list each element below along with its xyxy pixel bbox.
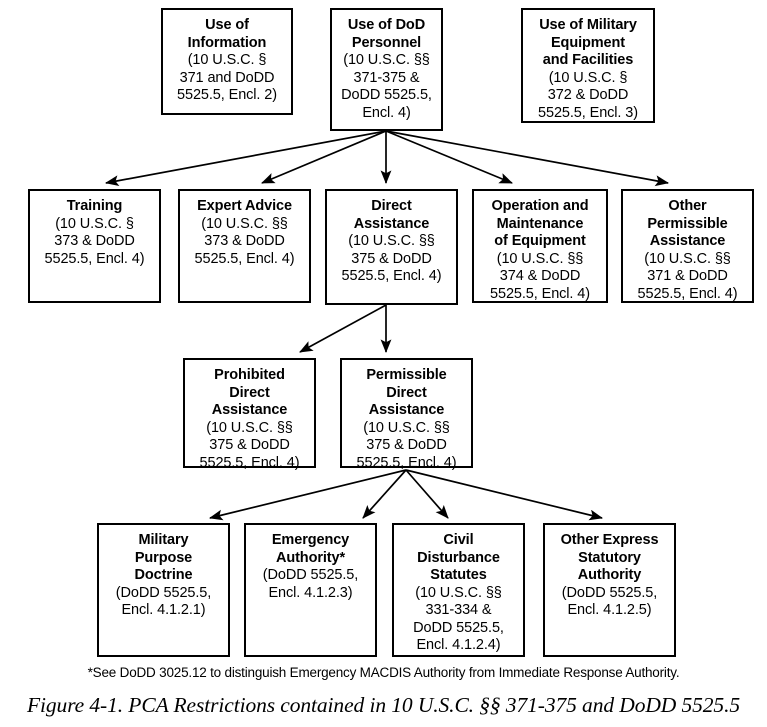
node-title: Military Purpose Doctrine xyxy=(134,532,193,583)
figure-footnote: *See DoDD 3025.12 to distinguish Emergen… xyxy=(87,665,680,680)
node-title: Use of Military Equipment and Facilities xyxy=(539,17,637,68)
node-expert-advice[interactable]: Expert Advice (10 U.S.C. §§ 373 & DoDD 5… xyxy=(178,189,311,303)
edge-permissible-to-military-purpose xyxy=(209,469,407,521)
node-citation: (10 U.S.C. §§ 374 & DoDD 5525.5, Encl. 4… xyxy=(490,250,590,302)
edge-direct-assistance-to-prohibited xyxy=(299,304,387,353)
edge-dod-personnel-to-other-permissible xyxy=(385,130,670,187)
node-title: Use of DoD Personnel xyxy=(347,17,426,51)
node-citation: (10 U.S.C. §§ 373 & DoDD 5525.5, Encl. 4… xyxy=(194,215,295,267)
edge-permissible-to-emergency-authority xyxy=(362,469,407,519)
node-citation: (10 U.S.C. § 371 and DoDD 5525.5, Encl. … xyxy=(177,52,277,103)
node-training[interactable]: Training (10 U.S.C. § 373 & DoDD 5525.5,… xyxy=(28,189,161,303)
node-citation: (10 U.S.C. § 372 & DoDD 5525.5, Encl. 3) xyxy=(538,69,638,121)
node-citation: (10 U.S.C. §§ 375 & DoDD 5525.5, Encl. 4… xyxy=(199,419,300,471)
node-other-permissible-assistance[interactable]: Other Permissible Assistance (10 U.S.C. … xyxy=(621,189,754,303)
node-use-of-military-equipment[interactable]: Use of Military Equipment and Facilities… xyxy=(521,8,655,123)
node-prohibited-direct-assistance[interactable]: Prohibited Direct Assistance (10 U.S.C. … xyxy=(183,358,316,471)
figure-caption: Figure 4-1. PCA Restrictions contained i… xyxy=(27,693,740,717)
node-citation: (10 U.S.C. §§ 375 & DoDD 5525.5, Encl. 4… xyxy=(356,419,457,471)
node-civil-disturbance-statutes[interactable]: Civil Disturbance Statutes (10 U.S.C. §§… xyxy=(392,523,525,657)
node-title: Use of Information xyxy=(187,17,267,51)
node-use-of-dod-personnel[interactable]: Use of DoD Personnel (10 U.S.C. §§ 371-3… xyxy=(330,8,443,131)
node-title: Expert Advice xyxy=(197,198,292,214)
node-citation: (10 U.S.C. §§ 331-334 & DoDD 5525.5, Enc… xyxy=(413,584,504,654)
edge-dod-personnel-to-expert-advice xyxy=(261,130,387,184)
node-permissible-direct-assistance[interactable]: Permissible Direct Assistance (10 U.S.C.… xyxy=(340,358,473,471)
node-title: Permissible Direct Assistance xyxy=(366,367,447,418)
node-citation: (10 U.S.C. §§ 375 & DoDD 5525.5, Encl. 4… xyxy=(341,233,442,284)
node-other-express-statutory-authority[interactable]: Other Express Statutory Authority (DoDD … xyxy=(543,523,676,657)
node-use-of-information[interactable]: Use of Information (10 U.S.C. § 371 and … xyxy=(161,8,293,115)
node-title: Operation and Maintenance of Equipment xyxy=(491,198,589,249)
node-citation: (10 U.S.C. § 373 & DoDD 5525.5, Encl. 4) xyxy=(44,215,145,267)
edge-permissible-to-other-express xyxy=(405,469,603,521)
node-military-purpose-doctrine[interactable]: Military Purpose Doctrine (DoDD 5525.5, … xyxy=(97,523,230,657)
node-title: Prohibited Direct Assistance xyxy=(211,367,288,418)
node-title: Civil Disturbance Statutes xyxy=(417,532,500,583)
node-title: Emergency Authority* xyxy=(271,532,350,566)
node-title: Training xyxy=(66,198,123,214)
node-emergency-authority[interactable]: Emergency Authority* (DoDD 5525.5, Encl.… xyxy=(244,523,377,657)
edge-dod-personnel-to-training xyxy=(104,130,387,187)
node-direct-assistance[interactable]: Direct Assistance (10 U.S.C. §§ 375 & Do… xyxy=(325,189,458,305)
node-title: Direct Assistance xyxy=(353,198,430,232)
node-citation: (10 U.S.C. §§ 371 & DoDD 5525.5, Encl. 4… xyxy=(637,250,738,302)
edge-dod-personnel-to-operation-maintenance xyxy=(385,130,513,184)
node-citation: (DoDD 5525.5, Encl. 4.1.2.3) xyxy=(262,567,359,601)
node-citation: (DoDD 5525.5, Encl. 4.1.2.5) xyxy=(561,584,658,619)
node-title: Other Permissible Assistance xyxy=(647,198,728,249)
node-citation: (DoDD 5525.5, Encl. 4.1.2.1) xyxy=(115,584,212,619)
edge-permissible-to-civil-disturbance xyxy=(405,469,449,519)
node-citation: (10 U.S.C. §§ 371-375 & DoDD 5525.5, Enc… xyxy=(341,52,432,121)
node-title: Other Express Statutory Authority xyxy=(560,532,659,583)
node-operation-and-maintenance[interactable]: Operation and Maintenance of Equipment (… xyxy=(472,189,608,303)
